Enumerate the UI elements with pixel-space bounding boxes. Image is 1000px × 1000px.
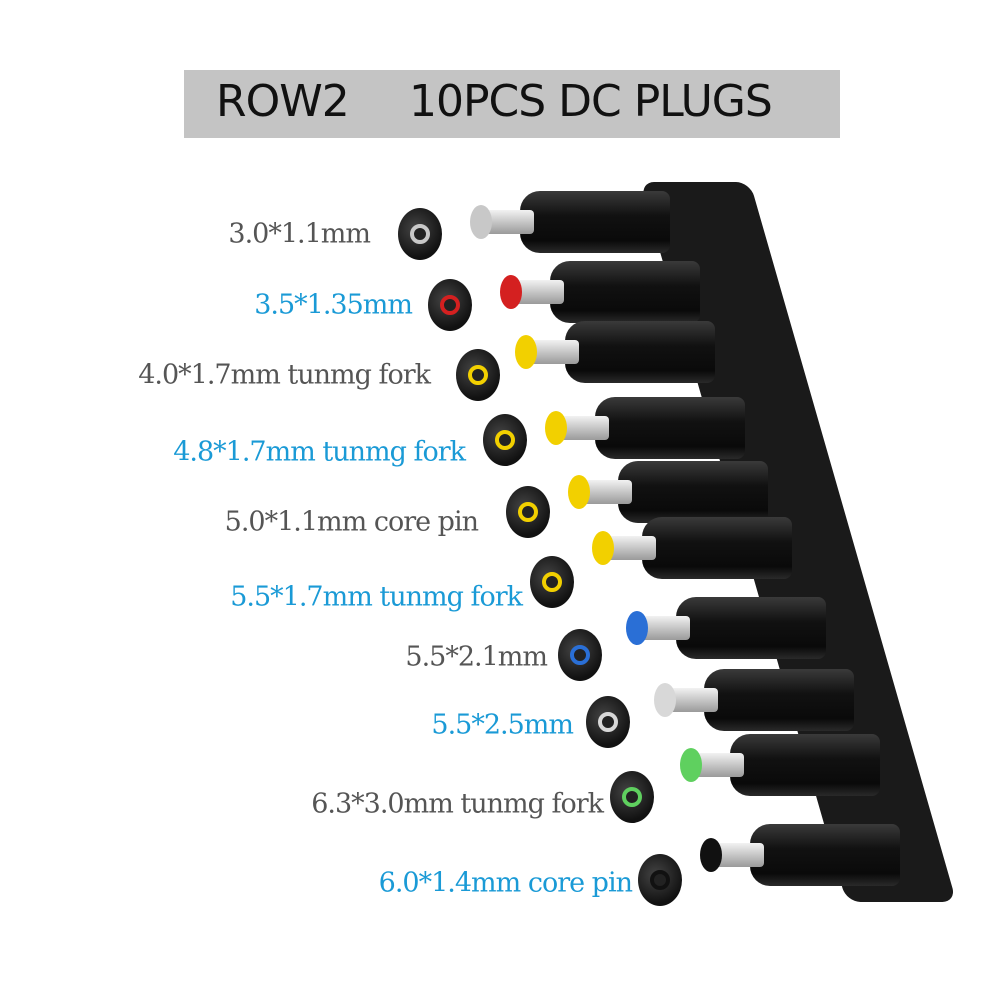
plug-size-label: 4.0*1.7mm tunmg fork [138, 359, 431, 391]
plug-size-label: 3.5*1.35mm [254, 289, 413, 321]
plug-size-label: 5.5*1.7mm tunmg fork [230, 581, 523, 613]
dc-plug [592, 517, 802, 579]
dc-plug [654, 669, 864, 731]
plug-tip-end-view [638, 854, 682, 906]
title-banner: ROW2 10PCS DC PLUGS [184, 70, 840, 138]
dc-plug [515, 321, 725, 383]
plug-tip-end-view [586, 696, 630, 748]
dc-plug [680, 734, 890, 796]
plug-tip-end-view [506, 486, 550, 538]
plug-tip-end-view [428, 279, 472, 331]
plug-size-label: 6.0*1.4mm core pin [378, 867, 633, 899]
banner-title: 10PCS DC PLUGS [409, 76, 773, 127]
plug-tip-end-view [558, 629, 602, 681]
plug-size-label: 4.8*1.7mm tunmg fork [173, 436, 466, 468]
row-label: ROW2 [216, 76, 350, 127]
plug-size-label: 6.3*3.0mm tunmg fork [311, 788, 604, 820]
dc-plug [470, 191, 680, 253]
dc-plug [500, 261, 710, 323]
plug-size-label: 5.0*1.1mm core pin [224, 506, 479, 538]
dc-plug [568, 461, 778, 523]
plug-tip-end-view [483, 414, 527, 466]
plug-size-label: 5.5*2.1mm [405, 641, 548, 673]
plug-tip-end-view [610, 771, 654, 823]
plug-size-label: 5.5*2.5mm [431, 709, 574, 741]
dc-plug [545, 397, 755, 459]
dc-plug [700, 824, 910, 886]
plug-tip-end-view [530, 556, 574, 608]
plug-size-label: 3.0*1.1mm [228, 218, 371, 250]
plug-tip-end-view [456, 349, 500, 401]
plug-tip-end-view [398, 208, 442, 260]
dc-plug [626, 597, 836, 659]
